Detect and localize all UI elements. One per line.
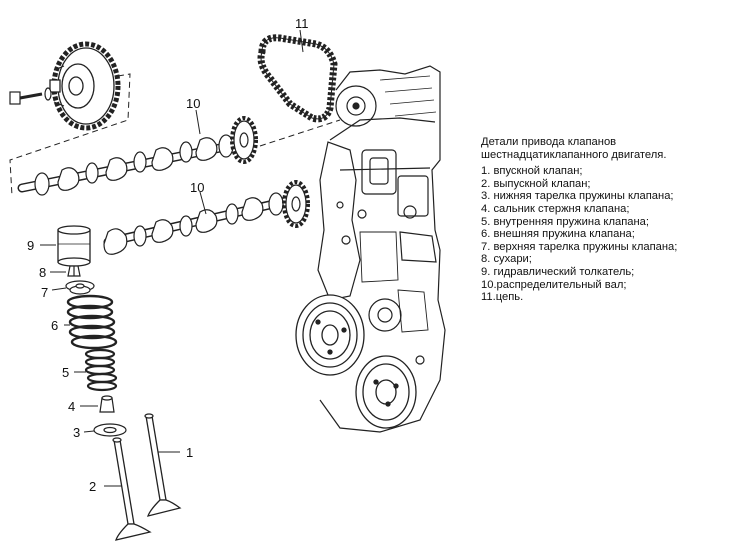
legend-item: 3. нижняя тарелка пружины клапана; [481,190,674,203]
sprocket-bolt [9,87,52,105]
callout-10-lower: 10 [190,180,204,195]
camshaft-upper [17,109,258,196]
callout-9: 9 [27,238,34,253]
legend-item: 8. сухари; [481,253,532,266]
legend-item: 9. гидравлический толкатель; [481,265,635,278]
legend-title: Детали привода клапанов шестнадцатиклапа… [481,136,743,161]
legend-item: 11.цепь. [481,291,524,304]
callout-8: 8 [39,265,46,280]
legend-item: 4. сальник стержня клапана; [481,202,630,215]
legend-item: 6. внешняя пружина клапана; [481,228,635,241]
legend-item: 2. выпускной клапан; [481,177,591,190]
callout-5: 5 [62,365,69,380]
legend-item: 10.распределительный вал; [481,278,627,291]
legend-item: 1. впускной клапан; [481,165,583,178]
callout-2: 2 [89,479,96,494]
exhaust-valve [104,437,152,541]
lower-spring-retainer [83,423,127,437]
callout-1: 1 [186,445,193,460]
hydraulic-lifter [40,225,91,267]
aux-pulley [355,355,417,429]
assembly-dashed-lines [9,73,341,197]
crank-pulley [295,294,365,376]
callout-4: 4 [68,399,75,414]
legend-list: 1. впускной клапан; 2. выпускной клапан;… [481,165,743,304]
legend-title-line-1: Детали привода клапанов [481,136,617,148]
legend-item: 5. внутренняя пружина клапана; [481,215,649,228]
callout-3: 3 [73,425,80,440]
callout-10-upper: 10 [186,96,200,111]
camshaft-lower [103,180,310,255]
callout-11: 11 [295,16,309,31]
parts-legend: Детали привода клапанов шестнадцатиклапа… [481,136,743,304]
timing-chain [257,29,338,123]
callout-7: 7 [41,285,48,300]
valve-stem-seal [80,395,115,413]
legend-item: 7. верхняя тарелка пружины клапана; [481,240,678,253]
inner-valve-spring [74,348,118,392]
outer-valve-spring [64,294,118,350]
legend-title-line-2: шестнадцатиклапанного двигателя. [481,148,667,161]
upper-spring-retainer [51,280,95,295]
cam-sprocket [49,41,121,131]
callout-6: 6 [51,318,58,333]
intake-valve [144,413,182,517]
engine-block [317,65,446,433]
valve-keepers [50,265,81,277]
